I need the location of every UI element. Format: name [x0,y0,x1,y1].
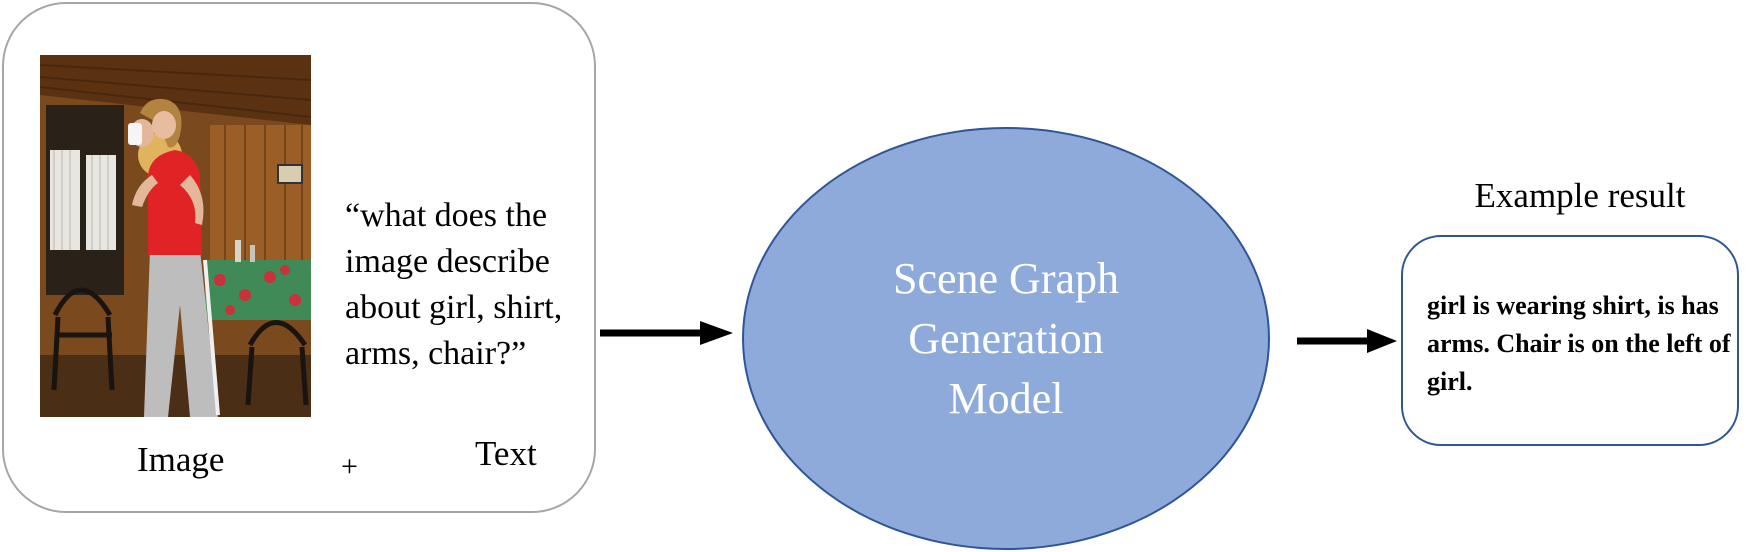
model-label: Scene Graph Generation Model [892,253,1119,423]
query-text: “what does the image describe about girl… [345,197,563,372]
input-photo [40,55,311,417]
result-title: Example result [1474,176,1686,215]
image-label: Image [137,440,225,479]
result-box: girl is wearing shirt, is has arms. Chai… [1401,235,1739,446]
text-label: Text [475,434,537,473]
plus-sign: + [341,450,358,483]
model-ellipse [742,127,1270,550]
input-to-model-arrow [600,321,733,345]
model-to-result-arrow [1297,329,1397,353]
result-text: girl is wearing shirt, is has arms. Chai… [1427,291,1731,396]
